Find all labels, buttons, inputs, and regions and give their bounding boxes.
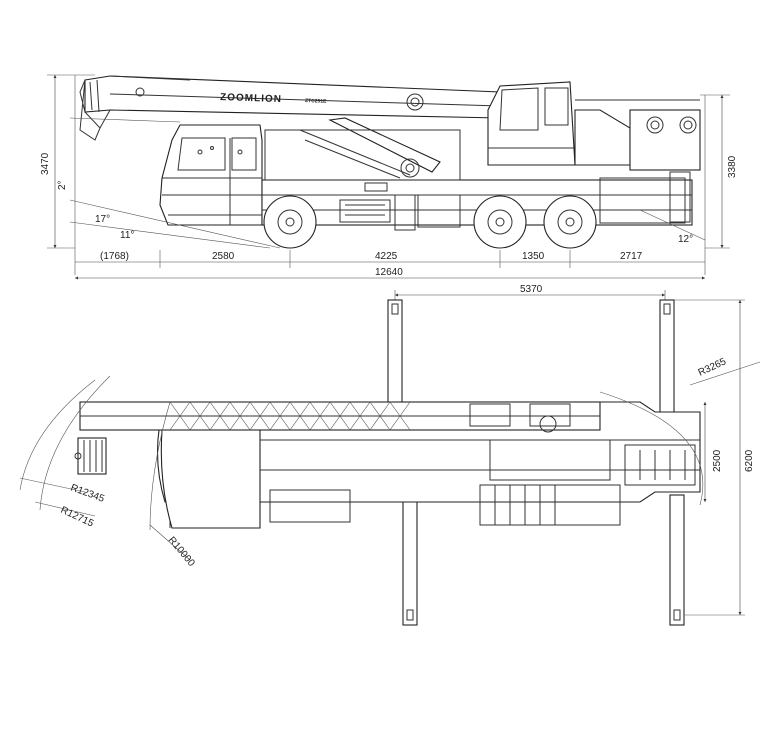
luffing-cylinder	[299, 117, 441, 179]
dim-axle-1-2: 2580	[212, 251, 235, 262]
top-view: 5370	[19, 284, 761, 626]
dim-outrigger-width: 6200	[744, 449, 755, 472]
wheel-axle-3	[543, 195, 597, 249]
dim-axle-2-3: 4225	[375, 251, 398, 262]
dim-height-cab: 3380	[727, 155, 738, 178]
outriggers	[387, 299, 685, 626]
dim-outrigger-span: 5370	[520, 284, 543, 295]
dim-height-boom: 3470	[40, 152, 51, 175]
top-boom	[79, 401, 601, 433]
crane-boom	[79, 75, 501, 141]
dim-rear-overhang: 2717	[620, 251, 643, 262]
dim-radius-12715: R12715	[59, 505, 96, 530]
side-view: ZOOMLION ZTC251E	[40, 74, 738, 280]
dim-front-overhang: (1768)	[100, 251, 129, 262]
dim-axle-3-4: 1350	[522, 251, 545, 262]
truck-cab	[159, 124, 263, 226]
brand-label: ZOOMLION	[220, 92, 282, 105]
dim-radius-12345: R12345	[69, 482, 106, 504]
dim-radius-10000: R10000	[166, 535, 197, 569]
angle-boom-tilt: 2°	[57, 180, 68, 190]
dim-body-width: 2500	[712, 449, 723, 472]
dim-tail-radius: R3265	[697, 356, 729, 379]
angle-departure-12: 12°	[678, 234, 693, 245]
angle-approach-11: 11°	[120, 230, 134, 241]
wheels	[263, 195, 597, 249]
angle-approach-17: 17°	[95, 214, 110, 225]
wheel-axle-2	[473, 195, 527, 249]
wheel-axle-1	[263, 195, 317, 249]
dim-total-length: 12640	[375, 267, 403, 278]
model-label: ZTC251E	[305, 98, 327, 105]
hook-block	[74, 437, 107, 475]
operator-cabin	[487, 81, 701, 171]
